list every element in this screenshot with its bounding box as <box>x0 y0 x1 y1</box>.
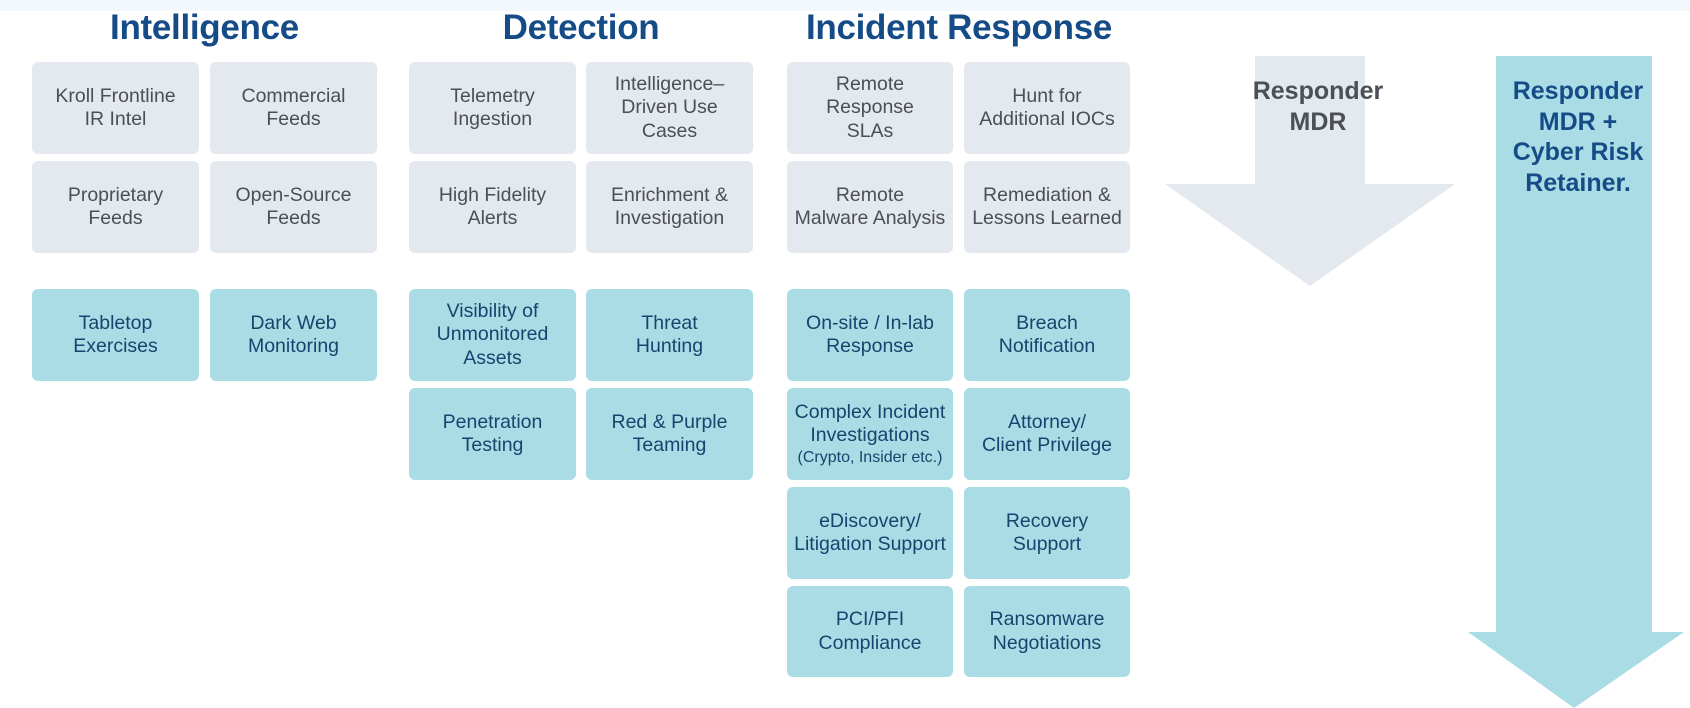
responder-mdr-retainer-arrow-label: Responder MDR + Cyber Risk Retainer. <box>1512 77 1644 197</box>
down-arrow-icon <box>1165 56 1455 286</box>
responder-mdr-retainer-arrow: Responder MDR + Cyber Risk Retainer. <box>1462 56 1690 708</box>
capability-box[interactable]: Ransomware Negotiations <box>964 586 1130 677</box>
responder-mdr-arrow: Responder MDR <box>1165 56 1455 286</box>
capability-box[interactable]: Attorney/ Client Privilege <box>964 388 1130 480</box>
capability-sublabel: (Crypto, Insider etc.) <box>797 448 943 466</box>
column-title-incident-response: Incident Response <box>805 8 1113 47</box>
capability-box[interactable]: Hunt for Additional IOCs <box>964 62 1130 154</box>
column-title-detection: Detection <box>502 8 660 47</box>
capability-box[interactable]: Threat Hunting <box>586 289 753 381</box>
row-spacer <box>409 260 753 282</box>
capability-box[interactable]: Remote Response SLAs <box>787 62 953 154</box>
capability-box[interactable]: eDiscovery/ Litigation Support <box>787 487 953 579</box>
capability-box[interactable]: Telemetry Ingestion <box>409 62 576 154</box>
responder-mdr-arrow-label: Responder MDR <box>1252 77 1384 136</box>
capability-box[interactable]: Proprietary Feeds <box>32 161 199 253</box>
capability-box[interactable]: Red & Purple Teaming <box>586 388 753 480</box>
capability-box[interactable]: Recovery Support <box>964 487 1130 579</box>
down-arrow-icon <box>1468 56 1684 708</box>
capability-box[interactable]: PCI/PFI Compliance <box>787 586 953 677</box>
grid-incident-response: Remote Response SLAs Hunt for Additional… <box>787 62 1130 677</box>
capability-label: Complex Incident Investigations <box>794 401 946 447</box>
capability-box[interactable]: Open-Source Feeds <box>210 161 377 253</box>
capability-box[interactable]: Remote Malware Analysis <box>787 161 953 253</box>
grid-intelligence: Kroll Frontline IR Intel Commercial Feed… <box>32 62 377 381</box>
capability-box[interactable]: Tabletop Exercises <box>32 289 199 381</box>
capability-box[interactable]: Penetration Testing <box>409 388 576 480</box>
capability-box[interactable]: Kroll Frontline IR Intel <box>32 62 199 154</box>
capability-box[interactable]: Intelligence– Driven Use Cases <box>586 62 753 154</box>
capability-box[interactable]: Breach Notification <box>964 289 1130 381</box>
capability-box[interactable]: Complex Incident Investigations (Crypto,… <box>787 388 953 480</box>
capability-box[interactable]: High Fidelity Alerts <box>409 161 576 253</box>
capability-box[interactable]: Enrichment & Investigation <box>586 161 753 253</box>
capability-box[interactable]: Remediation & Lessons Learned <box>964 161 1130 253</box>
row-spacer <box>787 260 1130 282</box>
capability-box[interactable]: Visibility of Unmonitored Assets <box>409 289 576 381</box>
capability-box[interactable]: On-site / In-lab Response <box>787 289 953 381</box>
capability-box[interactable]: Dark Web Monitoring <box>210 289 377 381</box>
row-spacer <box>32 260 377 282</box>
column-title-intelligence: Intelligence <box>110 8 299 47</box>
top-accent-band <box>0 0 1690 11</box>
capability-box[interactable]: Commercial Feeds <box>210 62 377 154</box>
grid-detection: Telemetry Ingestion Intelligence– Driven… <box>409 62 753 480</box>
